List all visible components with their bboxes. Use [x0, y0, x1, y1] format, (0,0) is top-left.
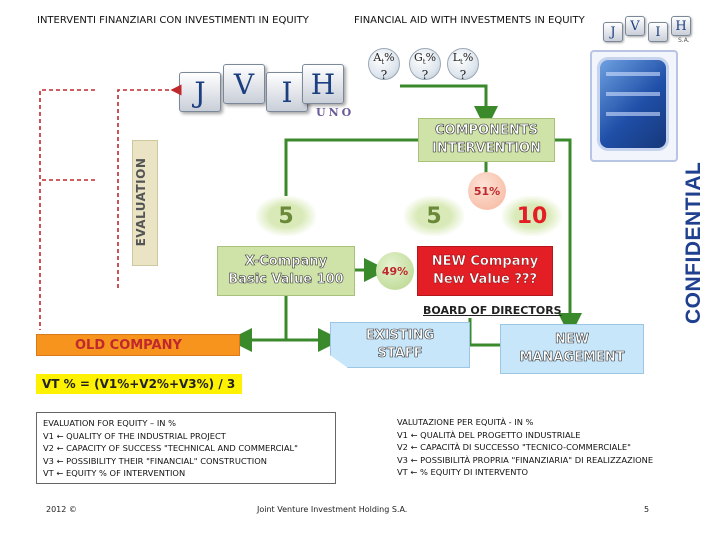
param-a: At% ?: [368, 48, 400, 83]
footer-year: 2012 ©: [46, 505, 77, 514]
pct-51-badge: 51%: [468, 172, 506, 210]
evaluation-bar: [132, 140, 158, 266]
note-line: V1 ← QUALITÀ DEL PROGETTO INDUSTRIALE: [397, 429, 581, 440]
small-logo-letter: I: [648, 22, 668, 42]
new-company-value-left: 5: [404, 196, 464, 236]
param-g-suffix: %: [425, 51, 437, 64]
param-l: Lt% ?: [447, 48, 479, 83]
pct-49-badge: 49%: [376, 252, 414, 290]
small-logo-letter: V: [625, 16, 645, 36]
green-connector: [555, 138, 582, 337]
param-l-suffix: %: [462, 51, 474, 64]
center-title: FINANCIAL AID WITH INVESTMENTS IN EQUITY: [354, 15, 585, 26]
notes-english: EVALUATION FOR EQUITY – IN % V1 ← QUALIT…: [36, 412, 336, 484]
param-g-sub: t: [422, 58, 426, 67]
note-line: V1 ← QUALITY OF THE INDUSTRIAL PROJECT: [43, 430, 226, 441]
red-dashed-connector: [117, 84, 182, 290]
note-line: VT ← % EQUITY DI INTERVENTO: [397, 467, 529, 477]
param-l-label: L: [452, 51, 461, 64]
page-number: 5: [644, 505, 650, 514]
param-a-value: ?: [380, 68, 388, 83]
footer-company: Joint Venture Investment Holding S.A.: [257, 505, 408, 514]
note-line: V3 ← POSSIBILITÀ PROPRIA "FINANZIARIA" D…: [397, 454, 654, 465]
logo-sub: UNO: [316, 106, 355, 119]
param-g-value: ?: [421, 68, 429, 83]
note-line: EVALUATION FOR EQUITY – IN %: [43, 418, 176, 428]
param-g: Gt% ?: [409, 48, 441, 83]
green-connector: [284, 138, 418, 196]
formula-band: VT % = (V1%+V2%+V3%) / 3: [36, 374, 242, 394]
decorative-panel: [590, 50, 678, 162]
param-a-sub: t: [381, 58, 385, 67]
small-logo-letter: H: [671, 16, 691, 36]
param-l-value: ?: [459, 68, 467, 83]
new-company-box: NEW Company New Value ???: [417, 246, 553, 296]
existing-staff-box: EXISTING STAFF: [330, 322, 470, 368]
x-company-box: X-Company Basic Value 100: [217, 246, 355, 296]
param-l-sub: t: [460, 58, 463, 67]
logo-letter: V: [223, 64, 265, 104]
green-connector: [284, 295, 342, 352]
note-line: V3 ← POSSIBILITY THEIR "FINANCIAL" CONST…: [43, 455, 267, 466]
note-line: VT ← EQUITY % OF INTERVENTION: [43, 468, 186, 478]
param-a-label: A: [373, 51, 382, 64]
old-company-box: OLD COMPANY: [36, 334, 240, 356]
x-company-value: 5: [256, 196, 316, 236]
logo-letter: I: [266, 72, 308, 112]
new-management-box: NEW MANAGEMENT: [500, 324, 644, 374]
logo-letter: J: [179, 72, 221, 112]
note-line: V2 ← CAPACITY OF SUCCESS "TECHNICAL AND …: [43, 443, 298, 453]
small-logo-letter: J: [603, 22, 623, 42]
small-logo-sub: S.A.: [678, 37, 690, 44]
param-g-label: G: [413, 51, 423, 64]
new-company-value-right: 10: [502, 196, 562, 236]
green-connector: [400, 84, 498, 130]
note-line: V2 ← CAPACITÀ DI SUCCESSO "TECNICO-COMME…: [397, 442, 631, 452]
logo-letter: H: [302, 64, 344, 104]
red-dashed-connector: [39, 89, 95, 330]
notes-italian: VALUTAZIONE PER EQUITÀ - IN % V1 ← QUALI…: [391, 412, 686, 484]
board-label: BOARD OF DIRECTORS: [423, 304, 562, 317]
param-a-suffix: %: [384, 51, 395, 64]
left-title: INTERVENTI FINANZIARI CON INVESTIMENTI I…: [37, 15, 309, 26]
evaluation-label: EVALUATION: [134, 157, 148, 247]
components-box: COMPONENTS INTERVENTION: [418, 118, 555, 162]
note-line: VALUTAZIONE PER EQUITÀ - IN %: [397, 417, 534, 427]
